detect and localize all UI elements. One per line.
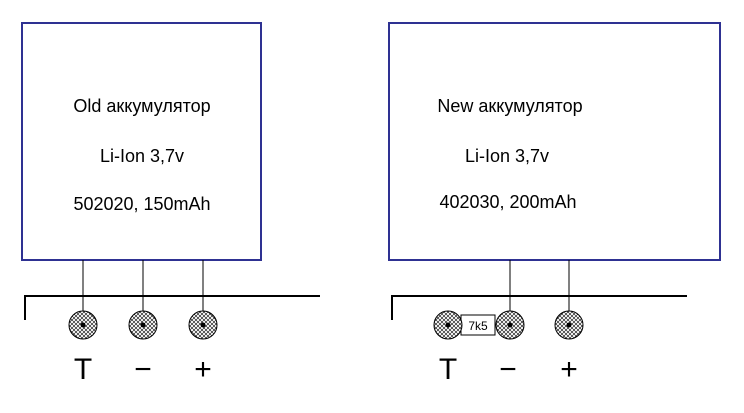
old-pad-minus: [128, 310, 158, 340]
old-pin-label-t: T: [74, 353, 92, 386]
new-battery-group: New аккумулятор Li-Ion 3,7v 402030, 200m…: [388, 22, 721, 386]
resistor-7k5: 7k5: [460, 314, 496, 336]
new-pad-minus: [495, 310, 525, 340]
new-pin-label-t: T: [439, 353, 457, 386]
old-battery-title: Old аккумулятор: [73, 96, 210, 116]
new-board-edge: [391, 295, 687, 320]
old-pad-t: [68, 310, 98, 340]
resistor-label: 7k5: [468, 319, 488, 333]
new-pad-plus: [554, 310, 584, 340]
old-battery-chemistry: Li-Ion 3,7v: [100, 146, 184, 166]
new-pad-t: [433, 310, 463, 340]
old-pin-label-minus: −: [134, 353, 152, 386]
new-pin-label-minus: −: [499, 353, 517, 386]
old-battery-box: [21, 22, 262, 261]
new-battery-title: New аккумулятор: [437, 96, 582, 116]
old-battery-spec: 502020, 150mAh: [73, 194, 210, 214]
old-pad-plus: [188, 310, 218, 340]
old-battery-group: Old аккумулятор Li-Ion 3,7v 502020, 150m…: [21, 22, 320, 386]
old-board-edge: [24, 295, 320, 320]
new-pin-label-plus: +: [560, 353, 578, 386]
new-battery-chemistry: Li-Ion 3,7v: [465, 146, 549, 166]
old-pin-label-plus: +: [194, 353, 212, 386]
new-battery-box: [388, 22, 721, 261]
new-battery-spec: 402030, 200mAh: [439, 192, 576, 212]
